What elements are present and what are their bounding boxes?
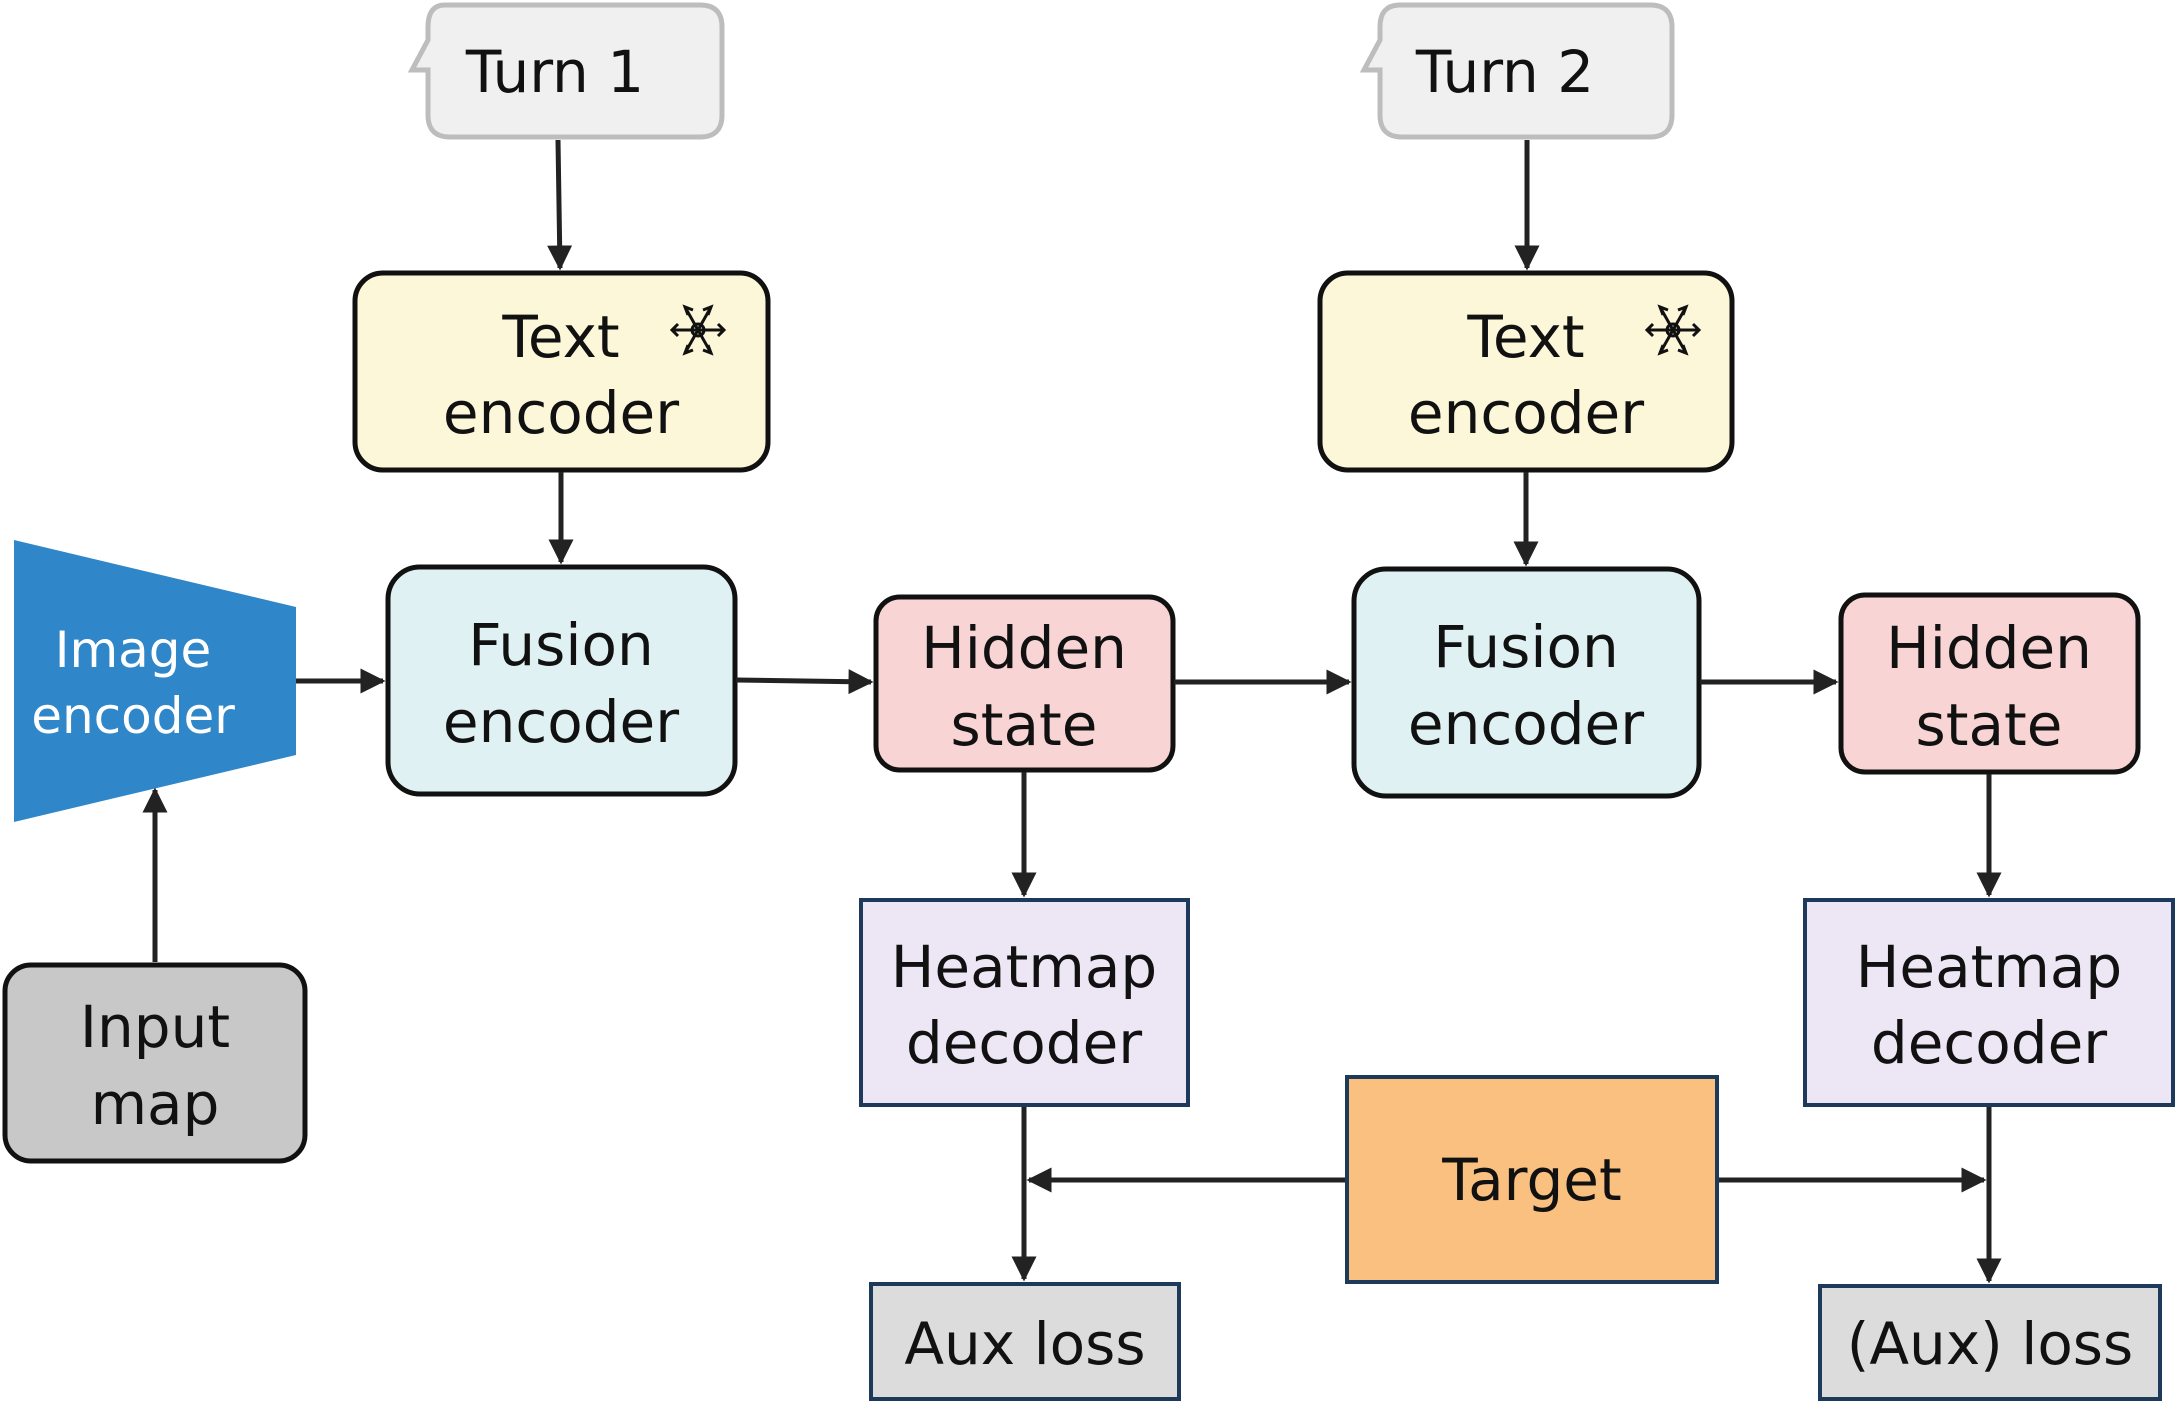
hidden-state-2-line1: Hidden xyxy=(1886,614,2092,682)
text-encoder-2: Text encoder xyxy=(1317,270,1735,473)
image-encoder: Image encoder xyxy=(14,540,296,822)
input-map-line2: map xyxy=(91,1070,220,1138)
snowflake-icon xyxy=(669,304,727,356)
fusion-encoder-2-line1: Fusion xyxy=(1433,613,1619,681)
input-map-line1: Input xyxy=(80,993,230,1061)
target-label: Target xyxy=(1441,1146,1621,1214)
turn-1-label: Turn 1 xyxy=(465,38,644,106)
aux-loss-1-label: Aux loss xyxy=(904,1310,1145,1378)
hidden-state-1-line2: state xyxy=(951,691,1098,759)
aux-loss-1: Aux loss xyxy=(869,1282,1181,1401)
aux-loss-2-label: (Aux) loss xyxy=(1847,1310,2134,1378)
edge-fusion-1-to-hidden-1 xyxy=(735,669,874,695)
input-map: Input map xyxy=(2,962,308,1164)
hidden-state-1-line1: Hidden xyxy=(921,614,1127,682)
fusion-encoder-1: Fusion encoder xyxy=(385,564,738,797)
turn-2-bubble: Turn 2 xyxy=(1359,2,1675,140)
edges xyxy=(142,139,2002,1284)
fusion-encoder-1-line1: Fusion xyxy=(468,611,654,679)
heatmap-decoder-2: Heatmap decoder xyxy=(1803,898,2175,1107)
hidden-state-2-line2: state xyxy=(1916,691,2063,759)
turn-1-bubble: Turn 1 xyxy=(407,2,725,140)
text-encoder-2-line2: encoder xyxy=(1408,379,1644,447)
fusion-encoder-2: Fusion encoder xyxy=(1351,566,1702,799)
edge-turn1-to-text-encoder-1 xyxy=(547,139,573,271)
aux-loss-2: (Aux) loss xyxy=(1818,1284,2162,1401)
fusion-encoder-1-line2: encoder xyxy=(443,688,679,756)
target-box: Target xyxy=(1345,1075,1719,1284)
snowflake-icon xyxy=(1644,304,1702,356)
text-encoder-1-line2: encoder xyxy=(443,379,679,447)
turn-2-label: Turn 2 xyxy=(1415,38,1594,106)
heatmap-decoder-1-line2: decoder xyxy=(906,1009,1142,1077)
heatmap-decoder-2-line1: Heatmap xyxy=(1856,933,2122,1001)
fusion-encoder-2-line2: encoder xyxy=(1408,690,1644,758)
image-encoder-line1: Image xyxy=(55,621,212,679)
heatmap-decoder-1: Heatmap decoder xyxy=(859,898,1190,1107)
heatmap-decoder-2-line2: decoder xyxy=(1871,1009,2107,1077)
text-encoder-2-line1: Text xyxy=(1466,303,1584,371)
hidden-state-1: Hidden state xyxy=(873,594,1176,773)
text-encoder-1: Text encoder xyxy=(352,270,771,473)
heatmap-decoder-1-line1: Heatmap xyxy=(891,933,1157,1001)
text-encoder-1-line1: Text xyxy=(501,303,619,371)
hidden-state-2: Hidden state xyxy=(1838,592,2141,775)
image-encoder-line2: encoder xyxy=(31,687,235,745)
